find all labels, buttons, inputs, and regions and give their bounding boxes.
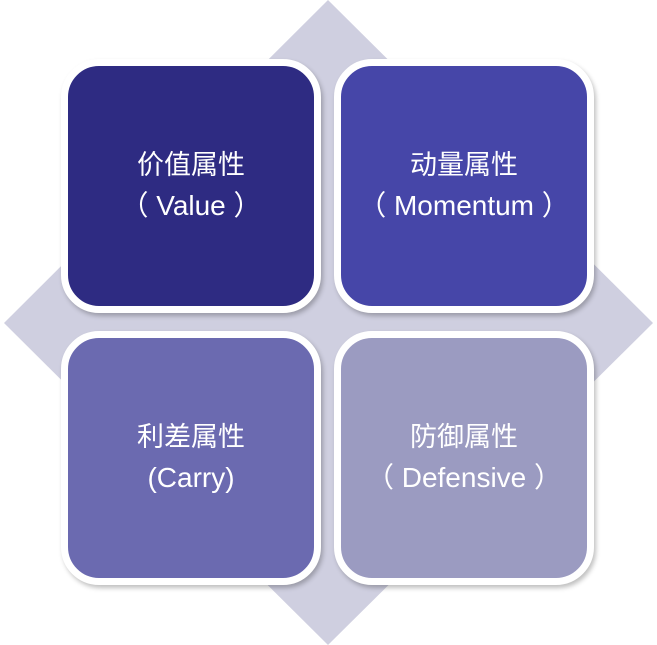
quadrant-title: 动量属性 [410,150,518,181]
quadrant-title: 价值属性 [137,150,245,181]
quadrant-subtitle: (Carry) [147,462,235,493]
quadrant-defensive: 防御属性 （ Defensive ） [334,331,594,585]
quadrant-momentum: 动量属性 （ Momentum ） [334,59,594,313]
quadrant-title: 利差属性 [137,422,245,453]
quadrant-carry: 利差属性 (Carry) [61,331,321,585]
quadrant-subtitle: （ Defensive ） [365,462,563,493]
quadrant-title: 防御属性 [410,422,518,453]
quadrant-value: 价值属性 （ Value ） [61,59,321,313]
quadrant-subtitle: （ Momentum ） [358,190,570,221]
quadrant-subtitle: （ Value ） [120,190,262,221]
